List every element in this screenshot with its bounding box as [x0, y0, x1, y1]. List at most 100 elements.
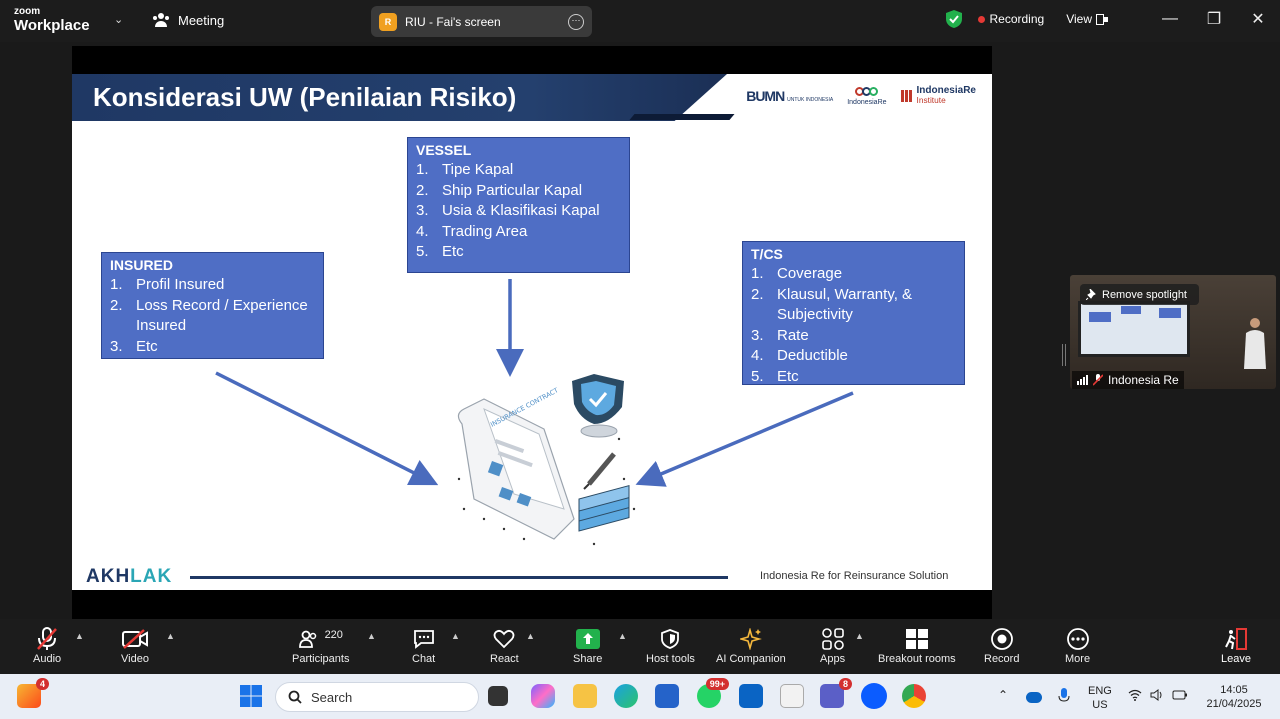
- widgets-icon[interactable]: 4: [17, 678, 49, 708]
- indonesiare-logo: IndonesiaRe: [847, 86, 887, 106]
- bumn-logo-sub: UNTUK INDONESIA: [787, 97, 834, 103]
- show-hidden-icons[interactable]: ⌃: [998, 688, 1009, 702]
- encryption-shield-icon[interactable]: [945, 10, 962, 28]
- search-bar[interactable]: Search: [275, 682, 479, 712]
- clock-date: 21/04/2025: [1206, 698, 1262, 710]
- host-tools-button[interactable]: Host tools: [646, 625, 695, 665]
- zoom-workplace-logo[interactable]: zoom Workplace: [14, 7, 90, 34]
- chat-button[interactable]: Chat: [412, 625, 435, 665]
- ai-companion-button[interactable]: AI Companion: [716, 625, 786, 665]
- widgets-badge: 4: [35, 678, 49, 690]
- whatsapp-icon[interactable]: 99+: [697, 678, 729, 708]
- participants-count: 220: [324, 629, 343, 641]
- muted-mic-icon: [1093, 374, 1103, 386]
- recording-indicator[interactable]: Recording: [977, 12, 1044, 26]
- chat-label: Chat: [412, 653, 436, 665]
- onedrive-icon[interactable]: [1026, 692, 1042, 703]
- audio-options-caret[interactable]: ▲: [75, 631, 84, 641]
- react-options-caret[interactable]: ▲: [526, 631, 535, 641]
- footer-tagline: Indonesia Re for Reinsurance Solution: [760, 570, 949, 582]
- pin-icon: [1086, 289, 1096, 300]
- clock-time: 14:05: [1220, 684, 1248, 696]
- leave-label: Leave: [1221, 653, 1251, 665]
- view-button[interactable]: View: [1066, 12, 1108, 26]
- tcs-heading: T/CS: [751, 246, 783, 262]
- flow-arrows: [215, 279, 854, 487]
- task-view-icon[interactable]: [488, 686, 508, 706]
- meeting-menu[interactable]: Meeting: [152, 12, 224, 28]
- clock[interactable]: 14:05 21/04/2025: [1203, 683, 1265, 711]
- wifi-icon[interactable]: [1128, 689, 1142, 701]
- akhlak-logo: AKHLAK: [86, 566, 172, 588]
- meeting-label: Meeting: [178, 12, 225, 28]
- close-button[interactable]: ✕: [1251, 11, 1265, 28]
- meeting-people-icon: [153, 13, 169, 27]
- microphone-icon[interactable]: [1058, 688, 1070, 704]
- outlook-icon[interactable]: [739, 684, 763, 708]
- language-code: ENG: [1088, 685, 1112, 697]
- chrome-icon[interactable]: [902, 684, 926, 708]
- share-button[interactable]: Share: [573, 625, 602, 665]
- participants-icon: [298, 630, 316, 648]
- list-item: 5.Etc: [416, 243, 464, 260]
- edge-browser-icon[interactable]: [614, 684, 638, 708]
- screen-share-indicator[interactable]: R RIU - Fai's screen ···: [371, 6, 592, 37]
- audio-button[interactable]: Audio: [33, 625, 61, 665]
- panel-resize-handle[interactable]: [1062, 344, 1066, 366]
- file-explorer-icon[interactable]: [573, 684, 597, 708]
- participants-options-caret[interactable]: ▲: [367, 631, 376, 641]
- chat-options-caret[interactable]: ▲: [451, 631, 460, 641]
- share-label: Share: [573, 653, 603, 665]
- windows-start-icon[interactable]: [239, 684, 263, 708]
- more-button[interactable]: More: [1065, 625, 1090, 665]
- record-button[interactable]: Record: [984, 625, 1019, 665]
- leave-door-icon: [1225, 628, 1247, 650]
- audio-label: Audio: [33, 653, 62, 665]
- copilot-icon[interactable]: [531, 684, 555, 708]
- remove-spotlight-label: Remove spotlight: [1102, 288, 1187, 301]
- apps-button[interactable]: Apps: [820, 625, 845, 665]
- apps-grid-icon: [821, 628, 844, 650]
- leave-button[interactable]: Leave: [1221, 625, 1251, 665]
- arrow-tcs: [635, 391, 854, 487]
- spotlight-video-tile[interactable]: Remove spotlight Indonesia Re: [1070, 275, 1276, 389]
- apps-options-caret[interactable]: ▲: [855, 631, 864, 641]
- teams-icon[interactable]: 8: [820, 678, 852, 708]
- breakout-rooms-icon: [905, 629, 928, 649]
- elo-app-icon[interactable]: [780, 684, 804, 708]
- language-indicator[interactable]: ENG US: [1088, 684, 1112, 712]
- heart-icon: [493, 629, 515, 649]
- react-button[interactable]: React: [490, 625, 519, 665]
- video-button[interactable]: Video: [121, 625, 149, 665]
- list-item: 3.Rate: [751, 326, 809, 344]
- microsoft-store-icon[interactable]: [655, 684, 679, 708]
- list-item: 3.Etc: [110, 337, 158, 355]
- vessel-heading: VESSEL: [416, 142, 472, 158]
- tcs-list: 1.Coverage 2.Klausul, Warranty, & Subjec…: [751, 264, 956, 387]
- volume-icon[interactable]: [1150, 689, 1164, 701]
- battery-icon[interactable]: [1172, 690, 1188, 700]
- list-item: 2.Klausul, Warranty, & Subjectivity: [751, 285, 913, 324]
- vessel-list: 1.Tipe Kapal 2.Ship Particular Kapal 3.U…: [416, 160, 621, 263]
- video-options-caret[interactable]: ▲: [166, 631, 175, 641]
- remove-spotlight-button[interactable]: Remove spotlight: [1080, 284, 1199, 305]
- restore-button[interactable]: ❐: [1206, 11, 1222, 28]
- record-label: Record: [984, 653, 1020, 665]
- tcs-box: T/CS 1.Coverage 2.Klausul, Warranty, & S…: [742, 241, 965, 385]
- share-options-caret[interactable]: ▲: [618, 631, 627, 641]
- list-item: 1.Tipe Kapal: [416, 161, 514, 178]
- participants-button[interactable]: 220 Participants: [292, 625, 349, 665]
- minimize-button[interactable]: —: [1162, 10, 1178, 27]
- zoom-app-icon[interactable]: [861, 683, 887, 709]
- presentation-slide: Konsiderasi UW (Penilaian Risiko) BUMN U…: [72, 74, 992, 590]
- list-item: 3.Usia & Klasifikasi Kapal: [416, 202, 600, 219]
- breakout-rooms-button[interactable]: Breakout rooms: [878, 625, 956, 665]
- list-item: 5.Etc: [751, 367, 799, 385]
- share-label: RIU - Fai's screen: [405, 14, 501, 29]
- chevron-down-icon[interactable]: ⌄: [114, 14, 124, 26]
- apps-label: Apps: [820, 653, 846, 665]
- insured-list: 1.Profil Insured 2.Loss Record / Experie…: [110, 275, 315, 357]
- meeting-stage: Konsiderasi UW (Penilaian Risiko) BUMN U…: [0, 42, 1280, 619]
- video-off-icon: [121, 629, 148, 649]
- more-options-icon[interactable]: ···: [568, 13, 584, 30]
